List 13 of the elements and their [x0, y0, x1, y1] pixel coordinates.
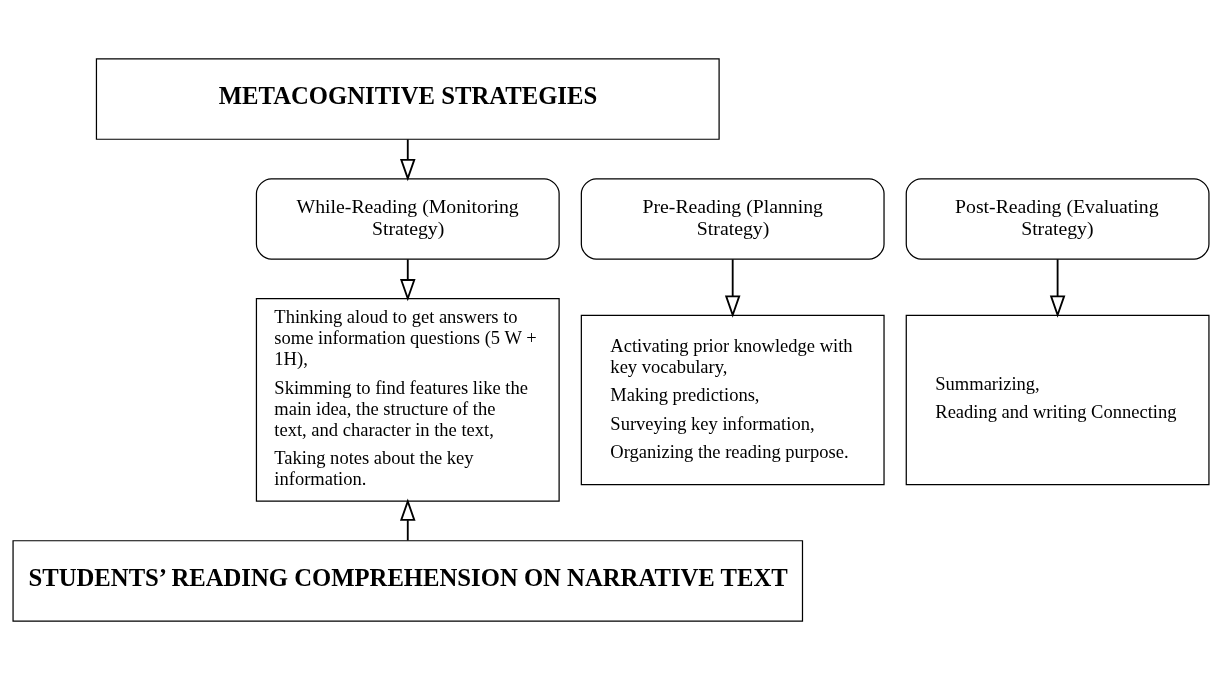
arrow [400, 257, 416, 301]
arrow [400, 498, 416, 541]
arrow [400, 137, 416, 181]
node-box: Thinking aloud to get answers to some information questions (5 W + 1H), Skimming to find features like the main idea, the structure of the text, and character in the text, Taking notes about the key information. [255, 297, 560, 502]
node-box: Summarizing, Reading and writing Connecting [905, 314, 1210, 485]
node-box: Activating prior knowledge with key vocabulary, Making predictions, Surveying key information, Organizing the reading purpose. [580, 314, 885, 485]
node-box: Post-Reading (Evaluating Strategy) [905, 177, 1210, 260]
node-box: While-Reading (Monitoring Strategy) [255, 177, 560, 260]
node-box: METACOGNITIVE STRATEGIES [95, 57, 720, 140]
node-box: STUDENTS’ READING COMPREHENSION ON NARRATIVE TEXT [12, 539, 804, 622]
arrow [724, 257, 741, 318]
node-box: Pre-Reading (Planning Strategy) [580, 177, 885, 260]
arrow [1049, 257, 1066, 318]
